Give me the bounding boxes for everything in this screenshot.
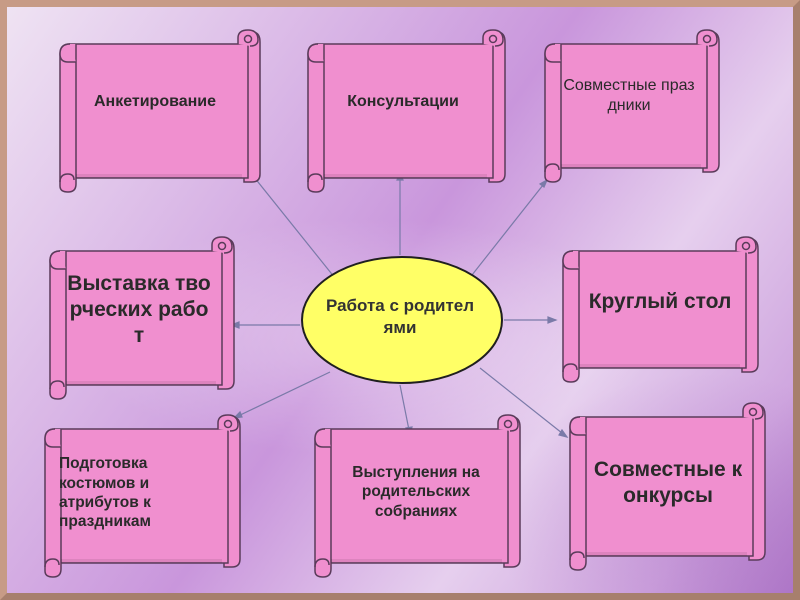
scroll-meetings: Выступления на родительских собраниях: [307, 415, 520, 577]
label-holidays: Совместные праздники: [561, 48, 697, 144]
scroll-costumes: Подготовка костюмов и атрибутов к праздн…: [37, 415, 240, 577]
label-exhibition: Выставка творческих работ: [66, 255, 212, 365]
label-contests: Совместные конкурсы: [588, 425, 748, 541]
label-consult: Консультации: [328, 48, 478, 156]
scroll-exhibition: Выставка творческих работ: [42, 237, 234, 399]
scroll-holidays: Совместные праздники: [537, 30, 719, 182]
label-costumes: Подготовка костюмов и атрибутов к праздн…: [59, 435, 225, 551]
scroll-contests: Совместные конкурсы: [562, 403, 765, 570]
scroll-consult: Консультации: [300, 30, 505, 192]
scroll-survey: Анкетирование: [52, 30, 260, 192]
scroll-roundtable: Круглый стол: [555, 237, 758, 382]
label-roundtable: Круглый стол: [585, 255, 735, 349]
label-survey: Анкетирование: [80, 48, 230, 156]
label-meetings: Выступления на родительских собраниях: [333, 433, 499, 551]
center-label: Работа с родителями: [325, 272, 475, 362]
